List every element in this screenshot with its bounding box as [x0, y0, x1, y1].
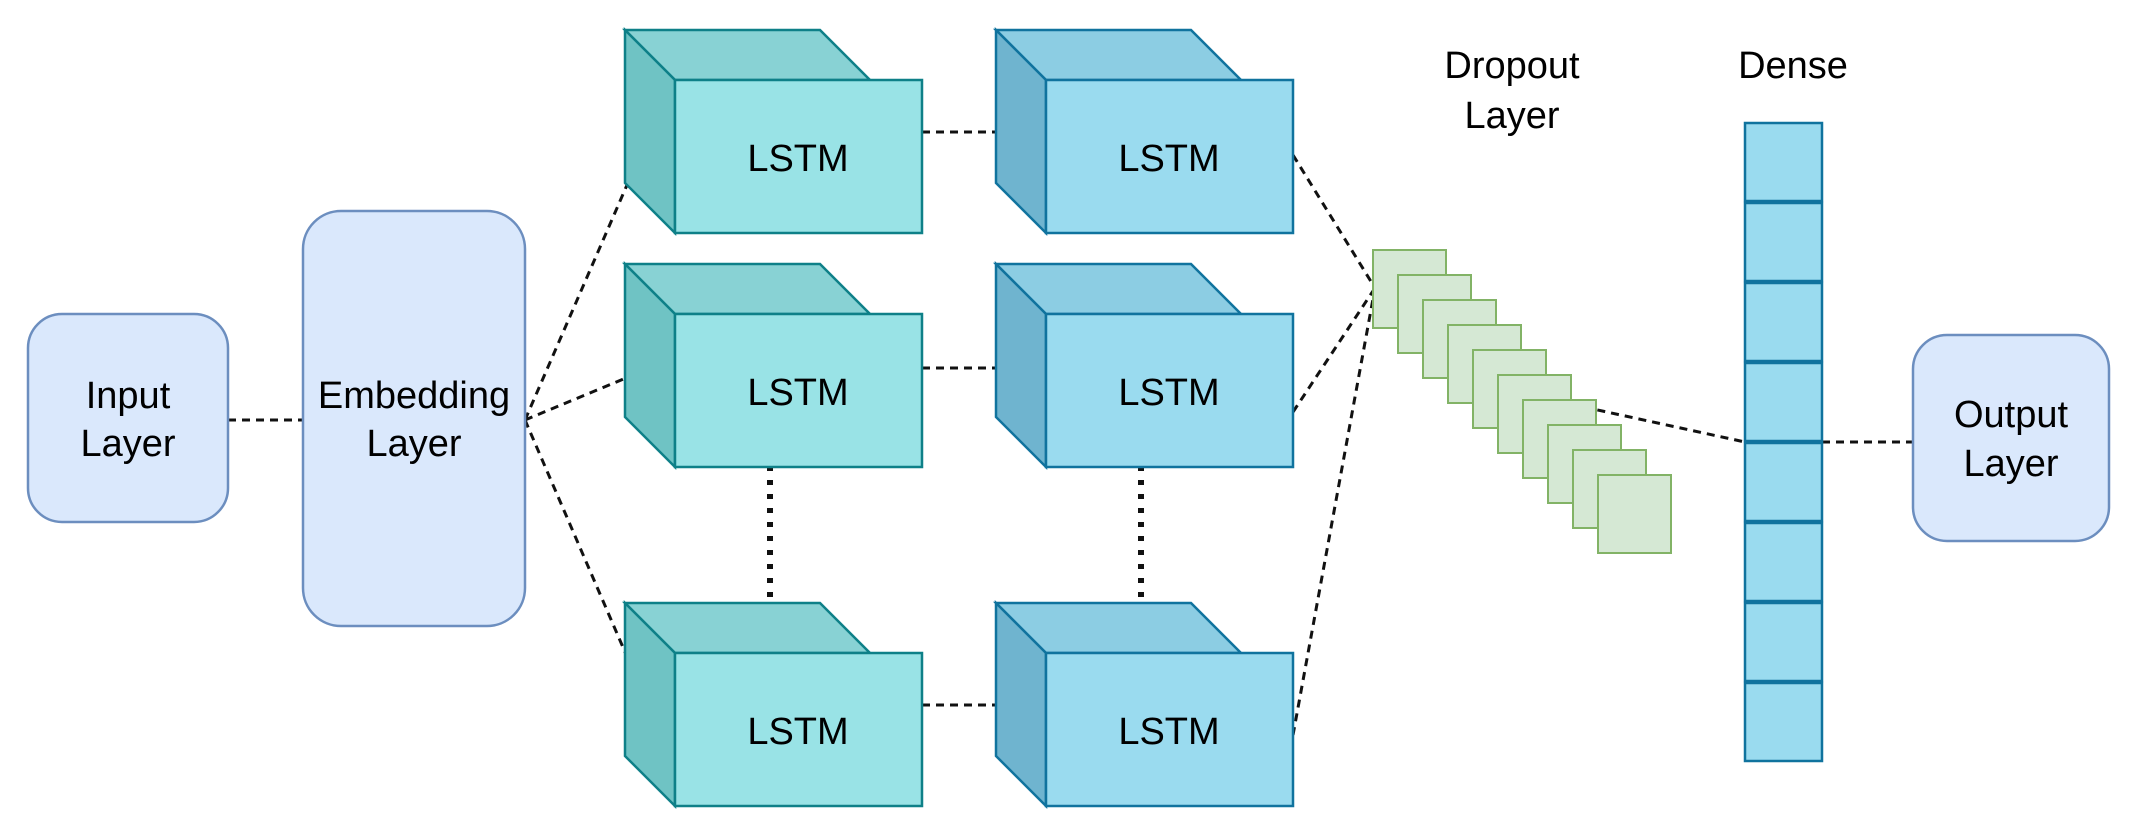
lstm-label: LSTM: [1118, 372, 1219, 414]
dropout-to-dense-connector: [1569, 402, 1746, 444]
dense-unit: [1743, 521, 1824, 603]
dense-unit: [1743, 681, 1824, 763]
lstm-cube-front: [1044, 651, 1295, 808]
lstm-cell-bottom-right: LSTM: [992, 599, 1295, 810]
embedding-to-lstm-top-connector: [523, 131, 652, 421]
output-layer-label-line2: Layer: [1963, 443, 2058, 485]
lstm-label: LSTM: [1118, 138, 1219, 180]
dropout-unit-stack: [1372, 249, 1672, 554]
dropout-layer-label-line1: Dropout: [1444, 45, 1580, 87]
lstm-label: LSTM: [1118, 711, 1219, 753]
dropout-layer: Dropout Layer: [1372, 45, 1672, 554]
output-layer-label-line1: Output: [1954, 394, 2069, 436]
output-layer-shape: [1911, 333, 2111, 543]
embedding-layer-label-line1: Embedding: [318, 375, 510, 417]
dropout-layer-label-line2: Layer: [1464, 95, 1559, 137]
lstm-cell-top-right: LSTM: [992, 26, 1295, 237]
lstm-cell-bottom-left: LSTM: [621, 599, 924, 810]
dense-layer: Dense: [1738, 45, 1848, 763]
lstm-cube-front: [1044, 78, 1295, 235]
lstm-cube-front: [1044, 312, 1295, 469]
lstm-column-2: LSTM LSTM LSTM: [992, 26, 1295, 810]
dense-unit-column: [1743, 121, 1824, 763]
input-layer-box: Input Layer: [26, 312, 230, 524]
embedding-layer-label-line2: Layer: [366, 423, 461, 465]
lstm-cell-top-left: LSTM: [621, 26, 924, 237]
dropout-unit: [1597, 474, 1672, 554]
lstm-cell-middle-right: LSTM: [992, 260, 1295, 471]
embedding-layer-box: Embedding Layer: [301, 209, 527, 628]
input-layer-shape: [26, 312, 230, 524]
dense-unit: [1743, 201, 1824, 283]
dense-unit: [1743, 361, 1824, 443]
lstm-cube-front: [673, 78, 924, 235]
input-layer-label-line2: Layer: [80, 423, 175, 465]
embedding-layer-shape: [301, 209, 527, 628]
dense-layer-label: Dense: [1738, 45, 1848, 87]
lstm-middle-to-dropout-connector: [1291, 287, 1377, 413]
input-layer-label-line1: Input: [86, 375, 171, 417]
output-layer-box: Output Layer: [1911, 333, 2111, 543]
embedding-to-lstm-bottom-connector: [523, 419, 652, 711]
lstm-label: LSTM: [747, 711, 848, 753]
lstm-bottom-to-dropout-connector: [1291, 287, 1377, 736]
dense-unit: [1743, 441, 1824, 523]
dense-unit: [1743, 601, 1824, 683]
lstm-label: LSTM: [747, 372, 848, 414]
lstm-top-to-dropout-connector: [1291, 154, 1377, 289]
lstm-column-1: LSTM LSTM LSTM: [621, 26, 924, 810]
lstm-cube-front: [673, 312, 924, 469]
lstm-label: LSTM: [747, 138, 848, 180]
lstm-cell-middle-left: LSTM: [621, 260, 924, 471]
lstm-cube-front: [673, 651, 924, 808]
dense-unit: [1743, 281, 1824, 363]
dense-unit: [1743, 121, 1824, 203]
